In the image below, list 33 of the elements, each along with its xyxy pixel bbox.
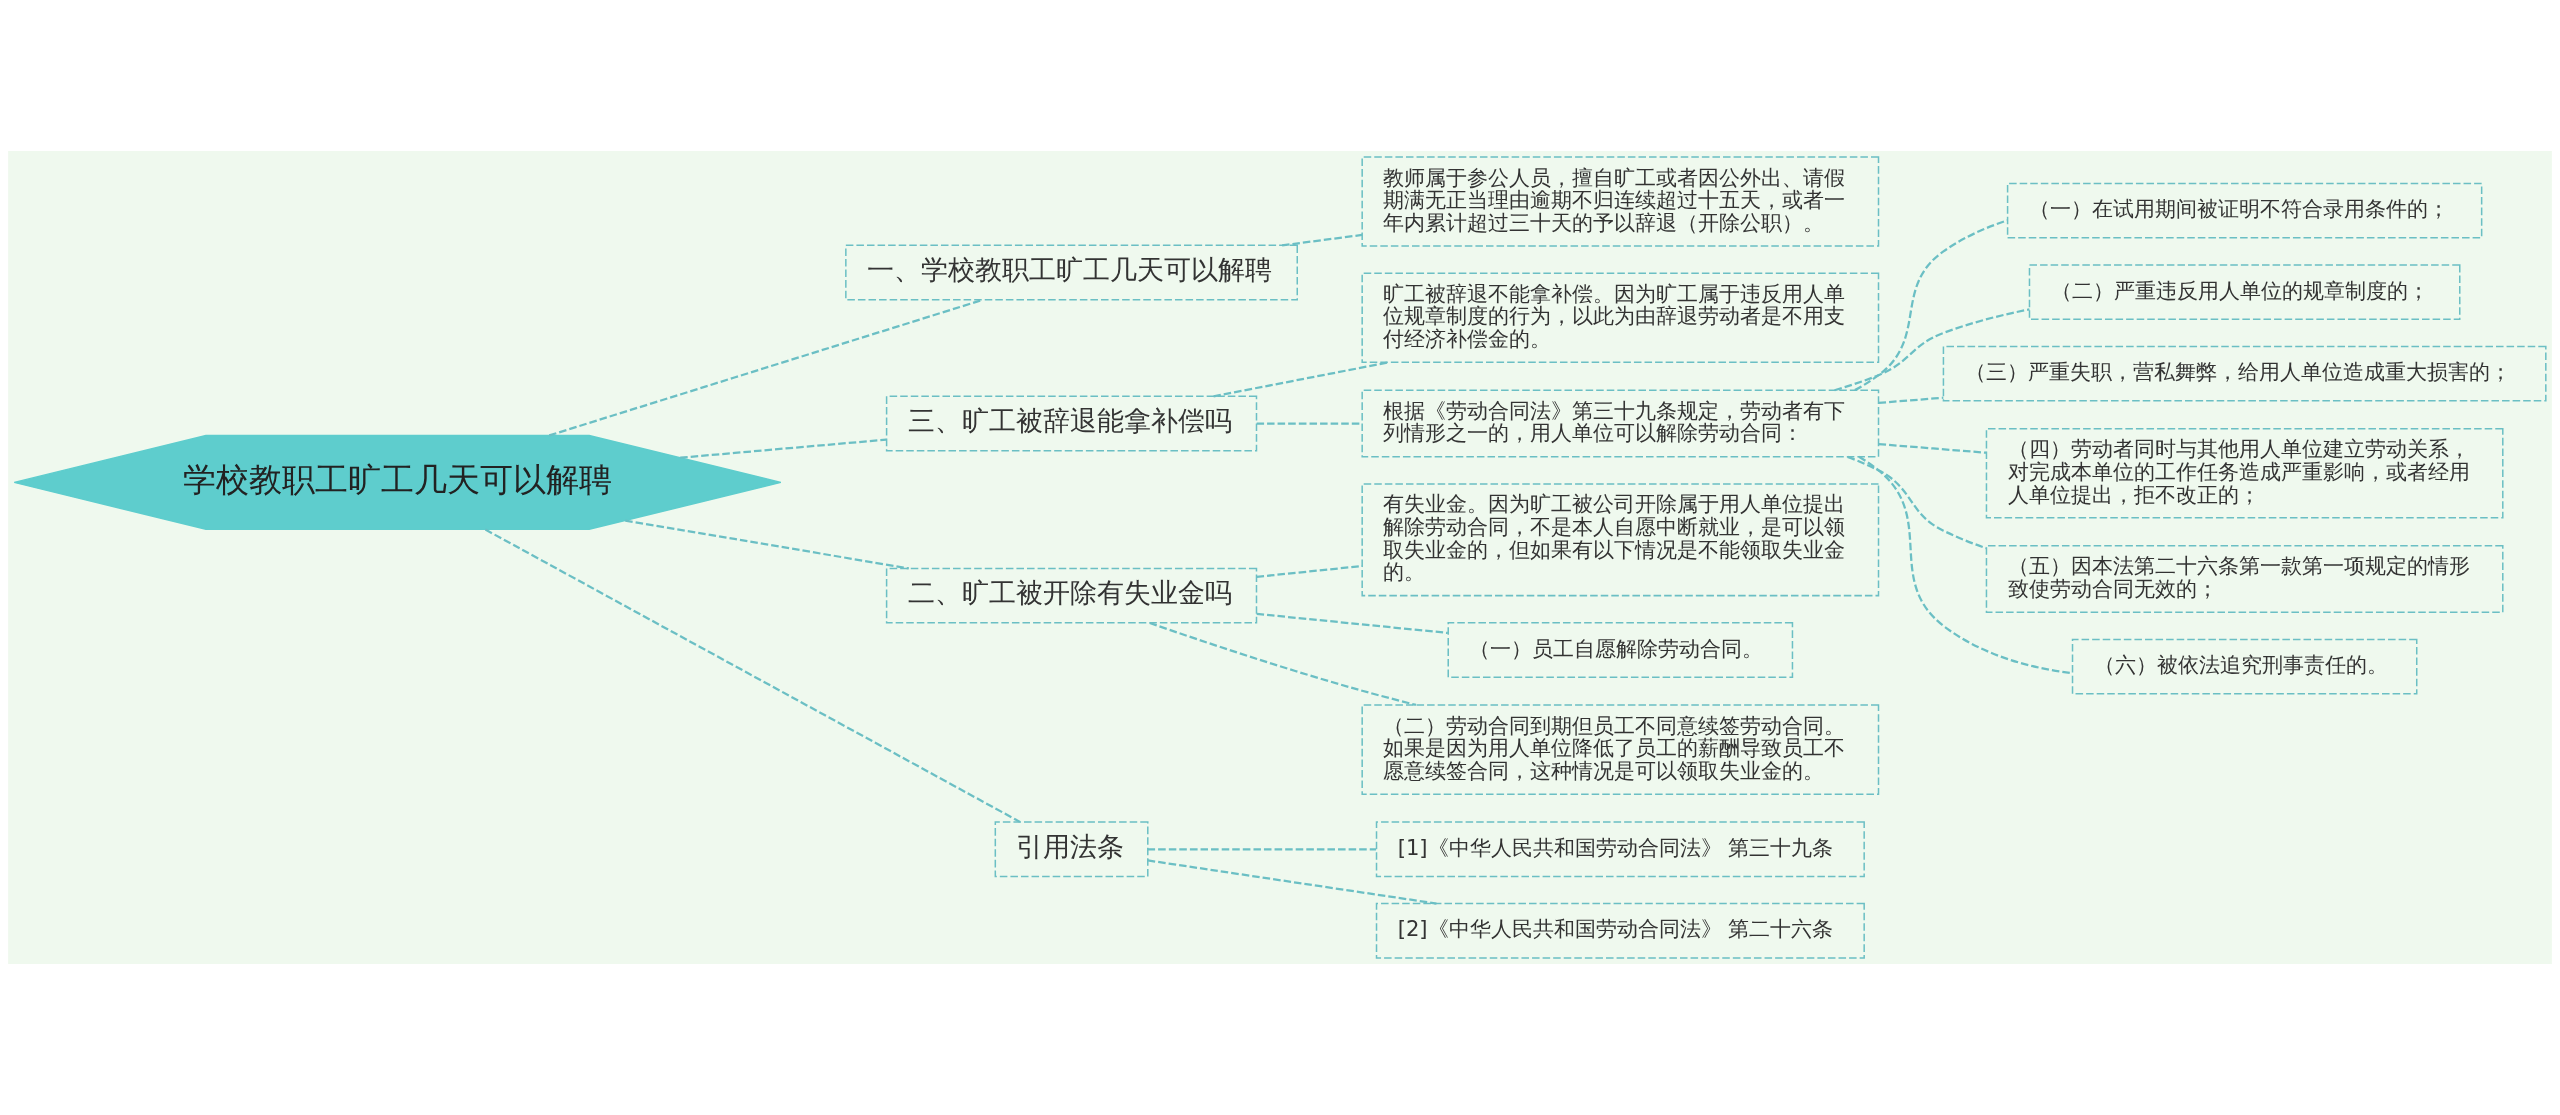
connector bbox=[1213, 361, 1389, 398]
node-box: （二）严重违反用人单位的规章制度的； bbox=[2028, 264, 2461, 321]
connector bbox=[1834, 308, 2030, 392]
connector bbox=[1858, 455, 2073, 675]
connector bbox=[680, 438, 887, 459]
node-box: [2]《中华人民共和国劳动合同法》 第二十六条 bbox=[1375, 902, 1865, 959]
connector bbox=[1256, 612, 1448, 635]
node-box: 有失业金。因为旷工被公司开除属于用人单位提出解除劳动合同，不是本人自愿中断就业，是可以领取失业金的，但如果有以下情况是不能领取失业金的。 bbox=[1361, 483, 1880, 597]
node-box: （三）严重失职，营私舞弊，给用人单位造成重大损害的； bbox=[1942, 345, 2547, 402]
node-box: 三、旷工被辞退能拿补偿吗 bbox=[885, 395, 1258, 452]
node-box: （一）在试用期间被证明不符合录用条件的； bbox=[2006, 182, 2483, 239]
node-box: 引用法条 bbox=[994, 821, 1149, 878]
node-box: （一）员工自愿解除劳动合同。 bbox=[1447, 622, 1794, 678]
node-box: （六）被依法追究刑事责任的。 bbox=[2071, 638, 2418, 695]
connector bbox=[1147, 848, 1376, 851]
connector bbox=[1149, 621, 1417, 706]
node-box: 旷工被辞退不能拿补偿。因为旷工属于违反用人单位规章制度的行为，以此为由辞退劳动者是不用支付经济补偿金的。 bbox=[1361, 272, 1880, 364]
node-box: 教师属于参公人员，擅自旷工或者因公外出、请假期满无正当理由逾期不归连续超过十五天，或者一年内累计超过三十天的予以辞退（开除公职）。 bbox=[1361, 156, 1880, 247]
node-box: （五）因本法第二十六条第一款第一项规定的情形致使劳动合同无效的； bbox=[1985, 545, 2504, 613]
connector bbox=[1147, 859, 1437, 905]
connector bbox=[1878, 442, 1987, 454]
connector bbox=[625, 519, 910, 570]
node-box: [1]《中华人民共和国劳动合同法》 第三十九条 bbox=[1375, 821, 1865, 878]
node-box: （二）劳动合同到期但员工不同意续签劳动合同。如果是因为用人单位降低了员工的薪酬导致员工不愿意续签合同，这种情况是可以领取失业金的。 bbox=[1361, 704, 1880, 795]
connector bbox=[1878, 396, 1944, 405]
connector bbox=[1854, 219, 2008, 392]
connector bbox=[1847, 455, 1987, 550]
node-box: 根据《劳动合同法》第三十九条规定，劳动者有下列情形之一的，用人单位可以解除劳动合同： bbox=[1361, 389, 1880, 458]
node-box: 一、学校教职工旷工几天可以解聘 bbox=[845, 244, 1298, 301]
connector bbox=[1281, 233, 1363, 247]
node-box: （四）劳动者同时与其他用人单位建立劳动关系，对完成本单位的工作任务造成严重影响，或者经用人单位提出，拒不改正的； bbox=[1985, 428, 2504, 519]
connector bbox=[484, 528, 1021, 823]
node-box: 二、旷工被开除有失业金吗 bbox=[885, 567, 1258, 624]
